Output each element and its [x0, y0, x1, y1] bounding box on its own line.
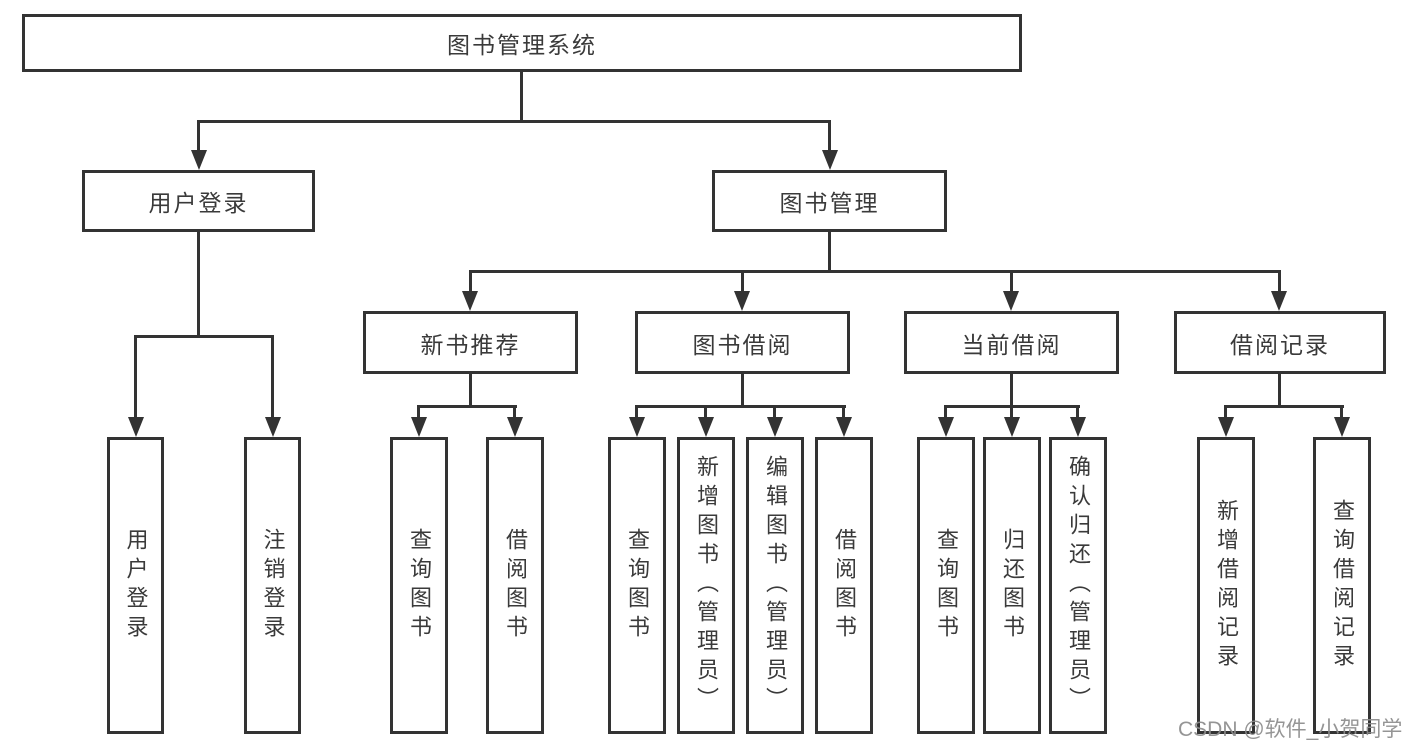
- node-library-management-system: 图书管理系统: [22, 14, 1022, 72]
- node-book-management: 图书管理: [712, 170, 947, 232]
- connector-line: [469, 270, 1281, 273]
- leaf-label: 新增借阅记录: [1214, 498, 1239, 673]
- leaf-add-book-admin: 新增图书（管理员）: [677, 437, 735, 734]
- connector-line: [417, 405, 517, 408]
- connector-line: [773, 405, 776, 421]
- arrow-down-icon: [629, 417, 645, 437]
- node-borrow-records: 借阅记录: [1174, 311, 1386, 374]
- leaf-label: 查询图书: [934, 527, 959, 644]
- node-book-borrow: 图书借阅: [635, 311, 850, 374]
- connector-line: [741, 270, 744, 293]
- leaf-label: 归还图书: [1000, 527, 1025, 644]
- leaf-label: 查询图书: [625, 527, 650, 644]
- connector-line: [513, 405, 516, 421]
- connector-line: [1340, 405, 1343, 421]
- connector-line: [520, 72, 523, 123]
- arrow-down-icon: [734, 291, 750, 311]
- leaf-return-book: 归还图书: [983, 437, 1041, 734]
- leaf-borrow-book: 借阅图书: [815, 437, 873, 734]
- arrow-down-icon: [128, 417, 144, 437]
- leaf-query-book: 查询图书: [608, 437, 666, 734]
- connector-line: [469, 374, 472, 408]
- arrow-down-icon: [1003, 291, 1019, 311]
- leaf-label: 查询图书: [407, 527, 432, 644]
- connector-line: [197, 120, 831, 123]
- leaf-label: 编辑图书（管理员）: [763, 455, 788, 716]
- node-user-login: 用户登录: [82, 170, 315, 232]
- node-label: 新书推荐: [420, 331, 521, 358]
- connector-line: [417, 405, 420, 421]
- connector-line: [134, 335, 274, 338]
- node-new-book-recommend: 新书推荐: [363, 311, 578, 374]
- leaf-label: 新增图书（管理员）: [694, 455, 719, 716]
- arrow-down-icon: [767, 417, 783, 437]
- connector-line: [1224, 405, 1344, 408]
- node-label: 借阅记录: [1230, 331, 1330, 358]
- leaf-confirm-return-admin: 确认归还（管理员）: [1049, 437, 1107, 734]
- connector-line: [741, 374, 744, 408]
- leaf-label: 确认归还（管理员）: [1066, 455, 1091, 716]
- arrow-down-icon: [698, 417, 714, 437]
- csdn-watermark: CSDN @软件_小贺同学: [1178, 718, 1403, 741]
- arrow-down-icon: [1070, 417, 1086, 437]
- leaf-label: 用户登录: [123, 527, 149, 644]
- connector-line: [842, 405, 845, 421]
- node-label: 图书借阅: [692, 331, 793, 358]
- connector-line: [271, 335, 274, 421]
- leaf-query-book: 查询图书: [917, 437, 975, 734]
- connector-line: [635, 405, 846, 408]
- node-label: 图书管理系统: [447, 32, 597, 58]
- leaf-label: 查询借阅记录: [1330, 498, 1355, 673]
- arrow-down-icon: [462, 291, 478, 311]
- connector-line: [828, 120, 831, 152]
- leaf-user-login: 用户登录: [107, 437, 164, 734]
- node-current-borrow: 当前借阅: [904, 311, 1119, 374]
- leaf-label: 注销登录: [260, 527, 286, 644]
- connector-line: [1010, 270, 1013, 293]
- leaf-edit-book-admin: 编辑图书（管理员）: [746, 437, 804, 734]
- connector-line: [1224, 405, 1227, 421]
- arrow-down-icon: [822, 150, 838, 170]
- connector-line: [1076, 405, 1079, 421]
- leaf-borrow-book: 借阅图书: [486, 437, 544, 734]
- arrow-down-icon: [1218, 417, 1234, 437]
- arrow-down-icon: [836, 417, 852, 437]
- leaf-add-borrow-record: 新增借阅记录: [1197, 437, 1255, 734]
- node-label: 图书管理: [779, 190, 880, 216]
- node-label: 用户登录: [148, 190, 249, 216]
- leaf-label: 借阅图书: [503, 527, 528, 644]
- leaf-query-borrow-record: 查询借阅记录: [1313, 437, 1371, 734]
- connector-line: [197, 120, 200, 152]
- connector-line: [944, 405, 947, 421]
- connector-line: [197, 232, 200, 338]
- arrow-down-icon: [191, 150, 207, 170]
- leaf-logout: 注销登录: [244, 437, 301, 734]
- connector-line: [828, 232, 831, 273]
- arrow-down-icon: [507, 417, 523, 437]
- leaf-query-book: 查询图书: [390, 437, 448, 734]
- arrow-down-icon: [265, 417, 281, 437]
- node-label: 当前借阅: [961, 331, 1062, 358]
- arrow-down-icon: [1004, 417, 1020, 437]
- connector-line: [1278, 374, 1281, 408]
- arrow-down-icon: [411, 417, 427, 437]
- connector-line: [635, 405, 638, 421]
- connector-line: [1010, 374, 1013, 408]
- connector-line: [134, 335, 137, 421]
- connector-line: [704, 405, 707, 421]
- connector-line: [469, 270, 472, 293]
- arrow-down-icon: [1334, 417, 1350, 437]
- connector-line: [1010, 405, 1013, 421]
- connector-line: [1278, 270, 1281, 293]
- arrow-down-icon: [938, 417, 954, 437]
- leaf-label: 借阅图书: [832, 527, 857, 644]
- arrow-down-icon: [1271, 291, 1287, 311]
